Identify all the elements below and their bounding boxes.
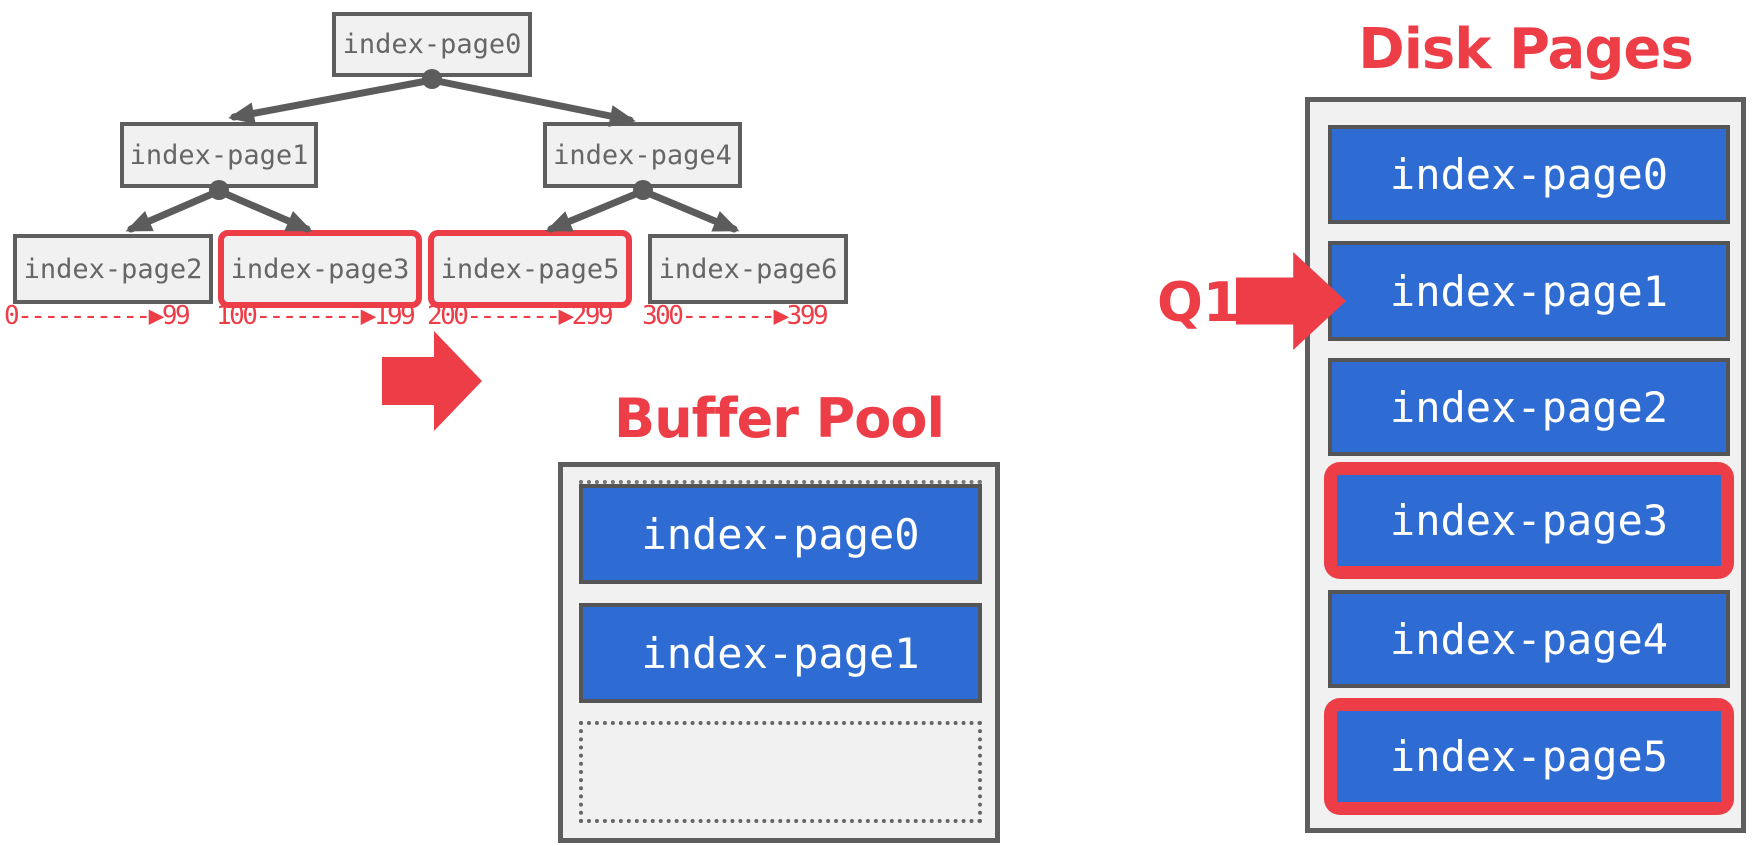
- disk-page-index-page3: index-page3: [1337, 475, 1721, 566]
- edge-root-to-page4: [428, 76, 636, 127]
- disk-pages-panel: index-page0 index-page1 index-page2 inde…: [1305, 97, 1746, 833]
- disk-page-index-page0: index-page0: [1328, 125, 1730, 224]
- edge-page4-to-page6: [639, 187, 740, 233]
- buffer-pool-panel: index-page0 index-page1: [558, 462, 1000, 843]
- flow-arrow-icon: [382, 331, 482, 431]
- buffer-slot-empty: [579, 721, 982, 823]
- edge-page4-to-page5: [545, 187, 647, 233]
- disk-page-index-page5-highlight-ring: index-page5: [1324, 698, 1734, 815]
- key-range-0-99: 0----------▶99: [4, 301, 191, 331]
- buffer-slot-index-page0: index-page0: [579, 484, 982, 584]
- edge-page1-to-page2: [125, 187, 223, 233]
- disk-page-index-page1: index-page1: [1328, 241, 1730, 341]
- connector-dot-page1: [209, 180, 229, 200]
- key-range-200-299: 200-------▶299: [427, 301, 614, 331]
- tree-node-index-page6: index-page6: [648, 234, 848, 304]
- buffer-pool-title: Buffer Pool: [614, 387, 945, 450]
- disk-page-index-page3-highlight-ring: index-page3: [1324, 462, 1734, 579]
- tree-edges-layer: [125, 69, 740, 233]
- key-range-100-199: 100--------▶199: [216, 301, 416, 331]
- buffer-slot-index-page1: index-page1: [579, 603, 982, 703]
- disk-pages-title: Disk Pages: [1358, 17, 1693, 82]
- tree-node-index-page4: index-page4: [543, 122, 742, 188]
- tree-node-index-page0: index-page0: [332, 12, 532, 77]
- query-q1-label: Q1: [1157, 271, 1241, 334]
- connector-dot-root: [422, 69, 442, 89]
- tree-node-index-page5-highlighted: index-page5: [428, 230, 632, 308]
- disk-page-index-page2: index-page2: [1328, 358, 1730, 456]
- key-range-300-399: 300-------▶399: [642, 301, 829, 331]
- disk-page-index-page5: index-page5: [1337, 711, 1721, 802]
- edge-page1-to-page3: [215, 187, 313, 233]
- disk-page-index-page4: index-page4: [1328, 590, 1730, 688]
- tree-node-index-page2: index-page2: [13, 234, 213, 304]
- edge-root-to-page1: [228, 76, 436, 125]
- tree-node-index-page3-highlighted: index-page3: [218, 230, 422, 308]
- connector-dot-page4: [633, 180, 653, 200]
